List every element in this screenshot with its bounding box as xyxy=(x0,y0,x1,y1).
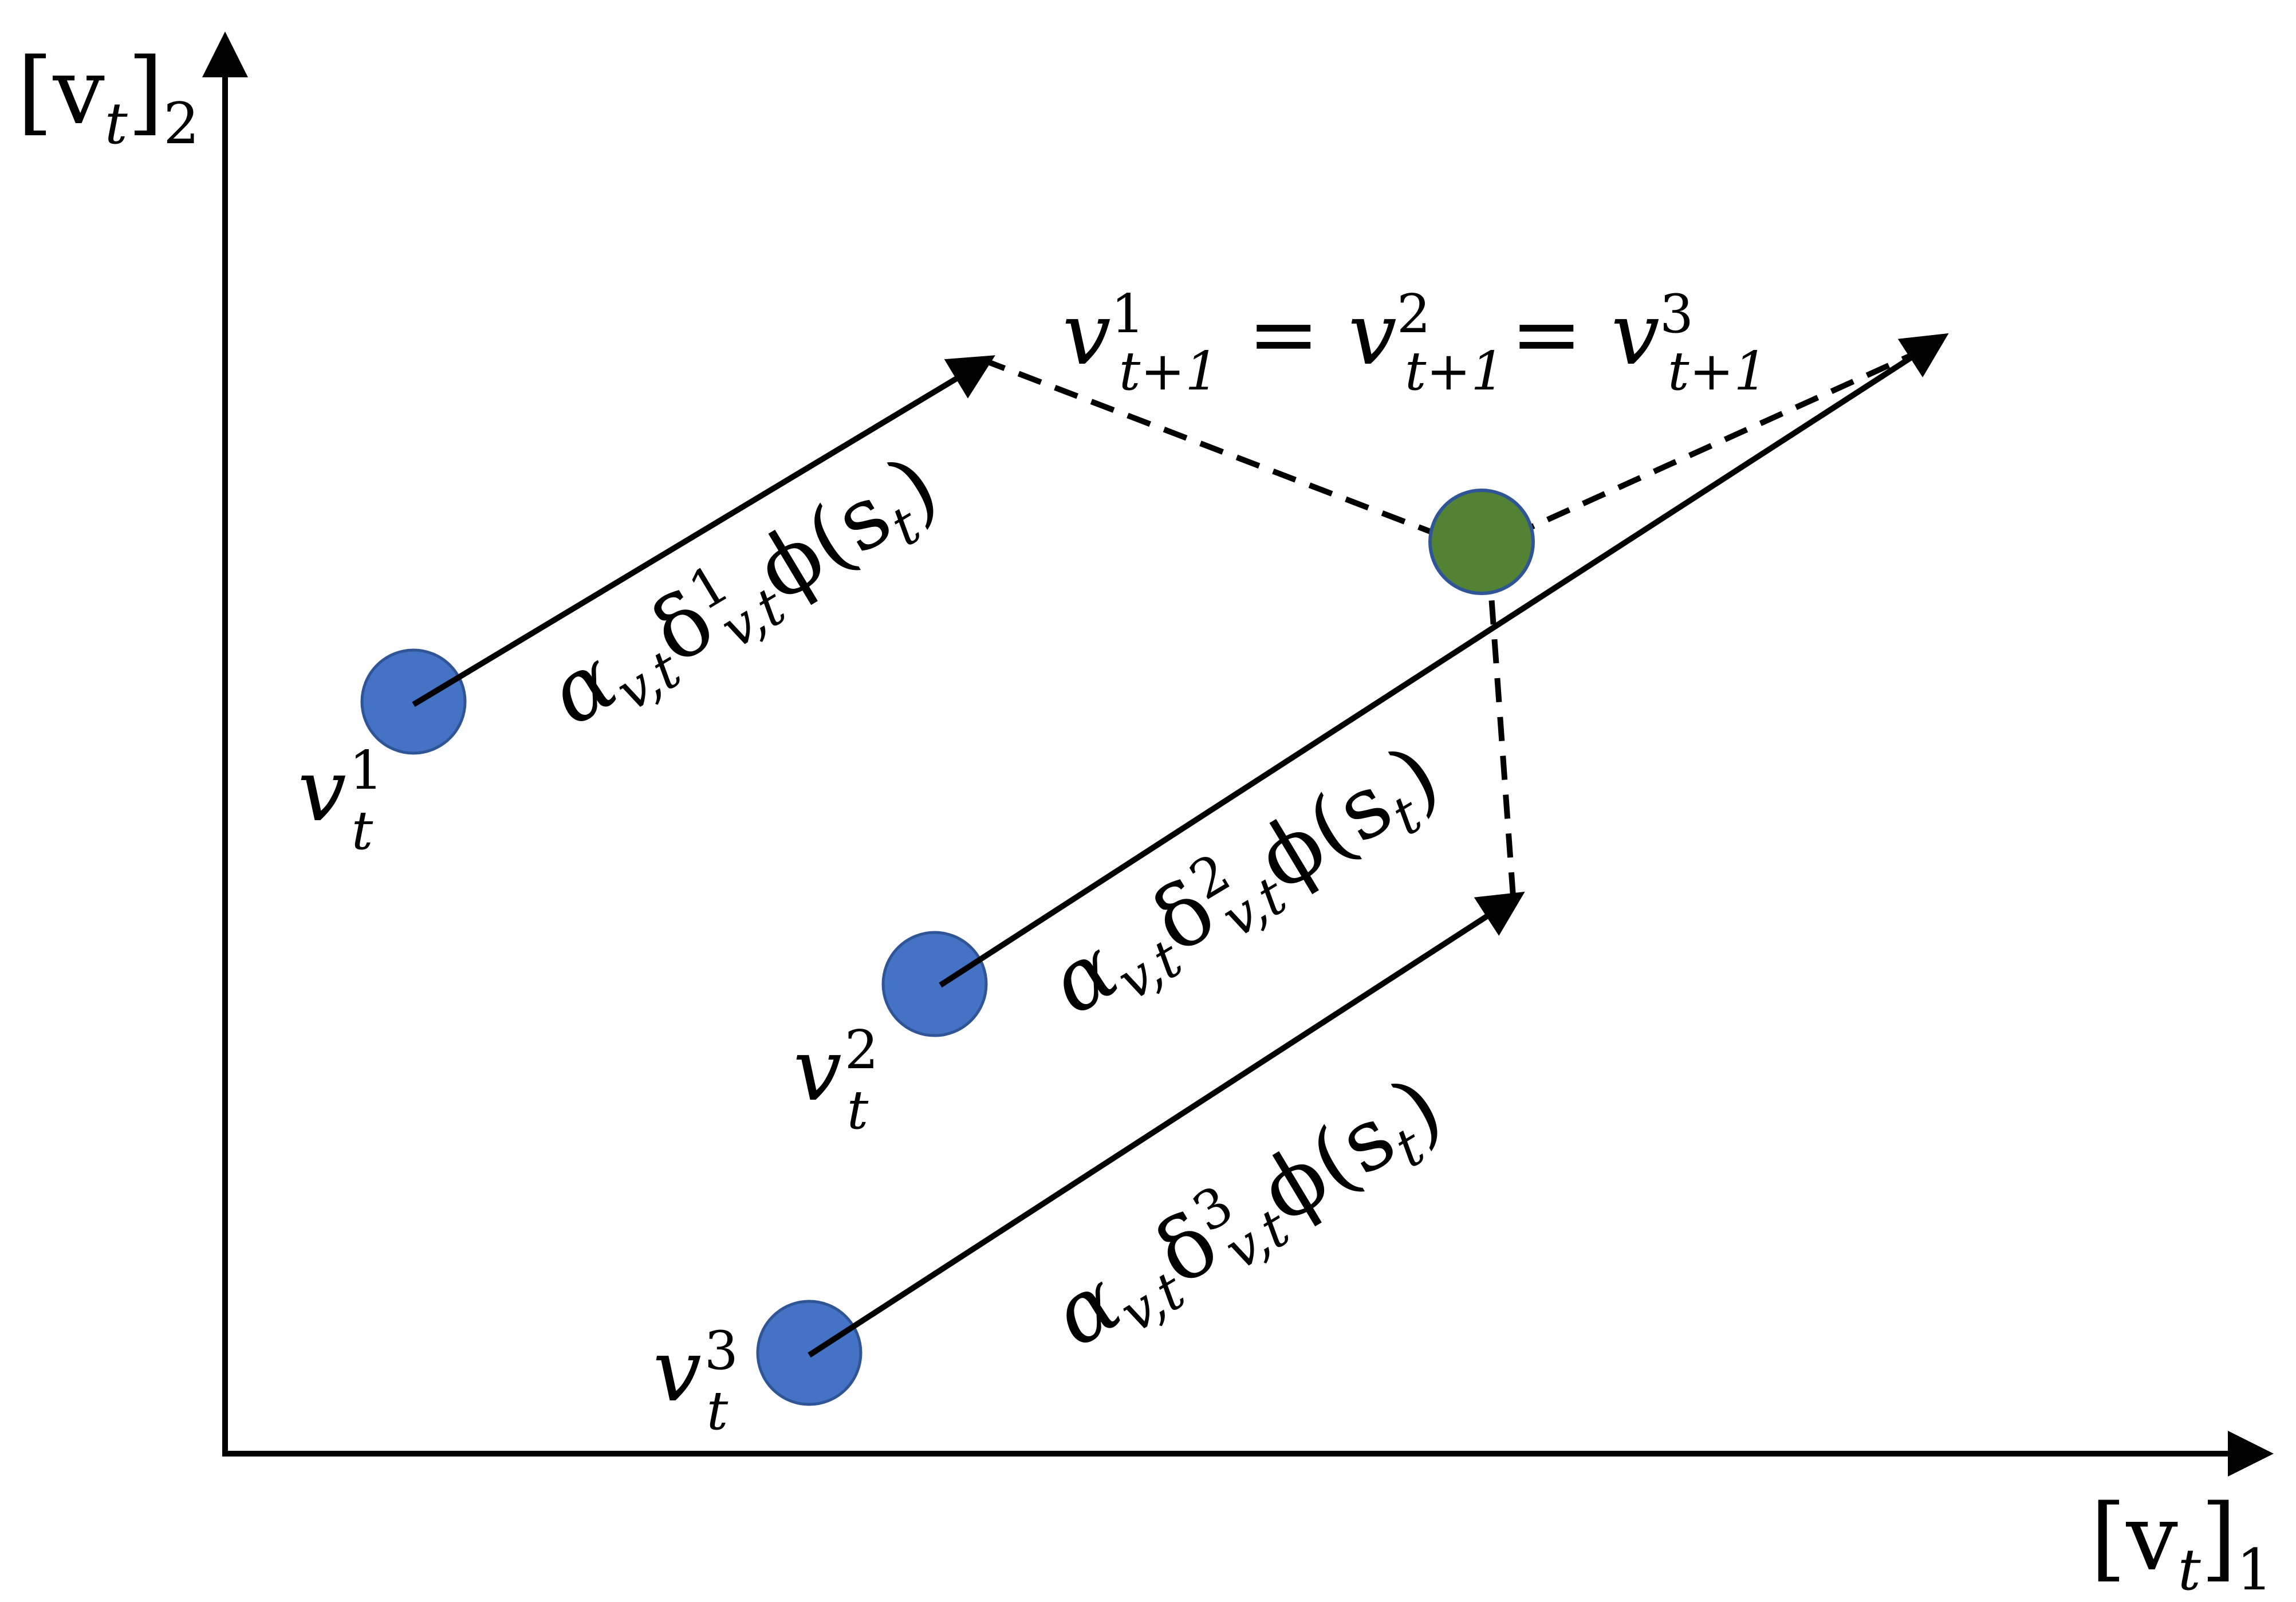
target-point-outline xyxy=(1428,489,1535,595)
dashed-line-3-to-target xyxy=(1470,540,1516,897)
point-v2 xyxy=(881,931,988,1037)
update-vector-1 xyxy=(412,355,995,707)
dashed-line-2-to-target xyxy=(1488,347,1926,549)
x-axis-label: [vt]1 xyxy=(2090,1484,2273,1602)
target-point xyxy=(1430,490,1533,593)
dashed-line-1-to-target xyxy=(981,357,1475,553)
y-axis-label: [vt]2 xyxy=(17,38,199,157)
update-vector-3 xyxy=(808,891,1525,1358)
update-label-3: αv,tδ3v,tϕ(st) xyxy=(1035,1057,1463,1375)
update-vector-2 xyxy=(939,333,1949,988)
